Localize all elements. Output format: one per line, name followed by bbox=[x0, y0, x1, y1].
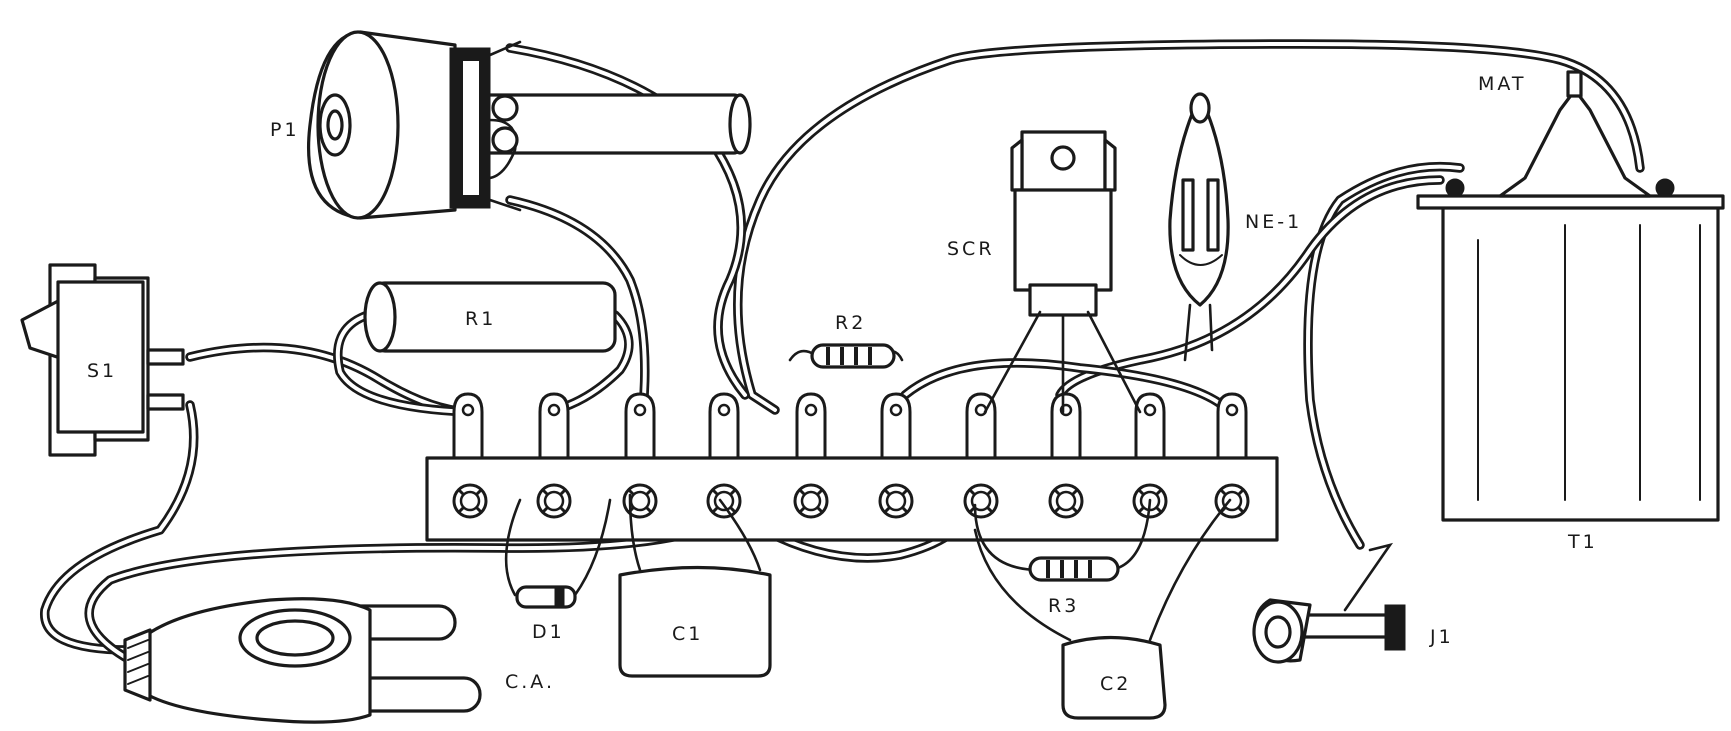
label-mat: MAT bbox=[1478, 73, 1527, 95]
transformer-t1: MAT T1 bbox=[1416, 70, 1725, 553]
label-j1: J1 bbox=[1429, 626, 1454, 648]
jack-j1: J1 bbox=[1252, 542, 1454, 664]
label-p1: P1 bbox=[270, 119, 300, 141]
terminal-lug-2 bbox=[538, 392, 570, 460]
diode-d1: D1 bbox=[504, 498, 612, 643]
mains-plug: C.A. bbox=[123, 597, 555, 724]
scr-body bbox=[1013, 188, 1113, 292]
terminal-screw-2 bbox=[536, 483, 572, 519]
terminal-screw-8 bbox=[1048, 483, 1084, 519]
label-ca: C.A. bbox=[505, 671, 555, 693]
t1-body bbox=[1441, 198, 1720, 522]
label-c1: C1 bbox=[672, 623, 703, 645]
terminal-lug-10 bbox=[1216, 392, 1248, 460]
terminal-strip bbox=[425, 392, 1279, 542]
r2-body bbox=[810, 343, 896, 369]
terminal-screw-6 bbox=[878, 483, 914, 519]
p1-shaft bbox=[478, 93, 742, 155]
terminal-screw-5 bbox=[793, 483, 829, 519]
label-c2: C2 bbox=[1100, 673, 1131, 695]
neon-lamp-ne1: NE-1 bbox=[1168, 92, 1302, 362]
capacitor-c1: C1 bbox=[618, 493, 772, 678]
resistor-r2: R2 bbox=[788, 312, 904, 369]
c1-body bbox=[618, 565, 772, 678]
terminal-lug-5 bbox=[795, 392, 827, 460]
potentiometer-p1: P1 bbox=[270, 30, 752, 220]
switch-s1: S1 bbox=[20, 263, 185, 457]
wires bbox=[40, 39, 1645, 665]
c2-body bbox=[1061, 635, 1167, 720]
label-scr: SCR bbox=[947, 238, 995, 260]
label-d1: D1 bbox=[532, 621, 565, 643]
terminal-lug-9 bbox=[1134, 392, 1166, 460]
label-t1: T1 bbox=[1567, 531, 1598, 553]
capacitor-c2: C2 bbox=[973, 498, 1232, 720]
label-r3: R3 bbox=[1048, 595, 1079, 617]
d1-body bbox=[515, 585, 577, 609]
label-ne1: NE-1 bbox=[1245, 211, 1302, 233]
terminal-screw-7 bbox=[963, 483, 999, 519]
label-r2: R2 bbox=[835, 312, 866, 334]
terminal-screw-4 bbox=[706, 483, 742, 519]
label-r1: R1 bbox=[465, 308, 496, 330]
resistor-r3: R3 bbox=[973, 498, 1152, 617]
terminal-lug-8 bbox=[1050, 392, 1082, 460]
terminal-screw-1 bbox=[452, 483, 488, 519]
label-s1: S1 bbox=[87, 360, 117, 382]
terminal-lug-6 bbox=[880, 392, 912, 460]
resistor-r1: R1 bbox=[363, 281, 617, 353]
terminal-lug-1 bbox=[452, 392, 484, 460]
terminal-lug-4 bbox=[708, 392, 740, 460]
terminal-lug-3 bbox=[624, 392, 656, 460]
scr: SCR bbox=[947, 130, 1142, 414]
